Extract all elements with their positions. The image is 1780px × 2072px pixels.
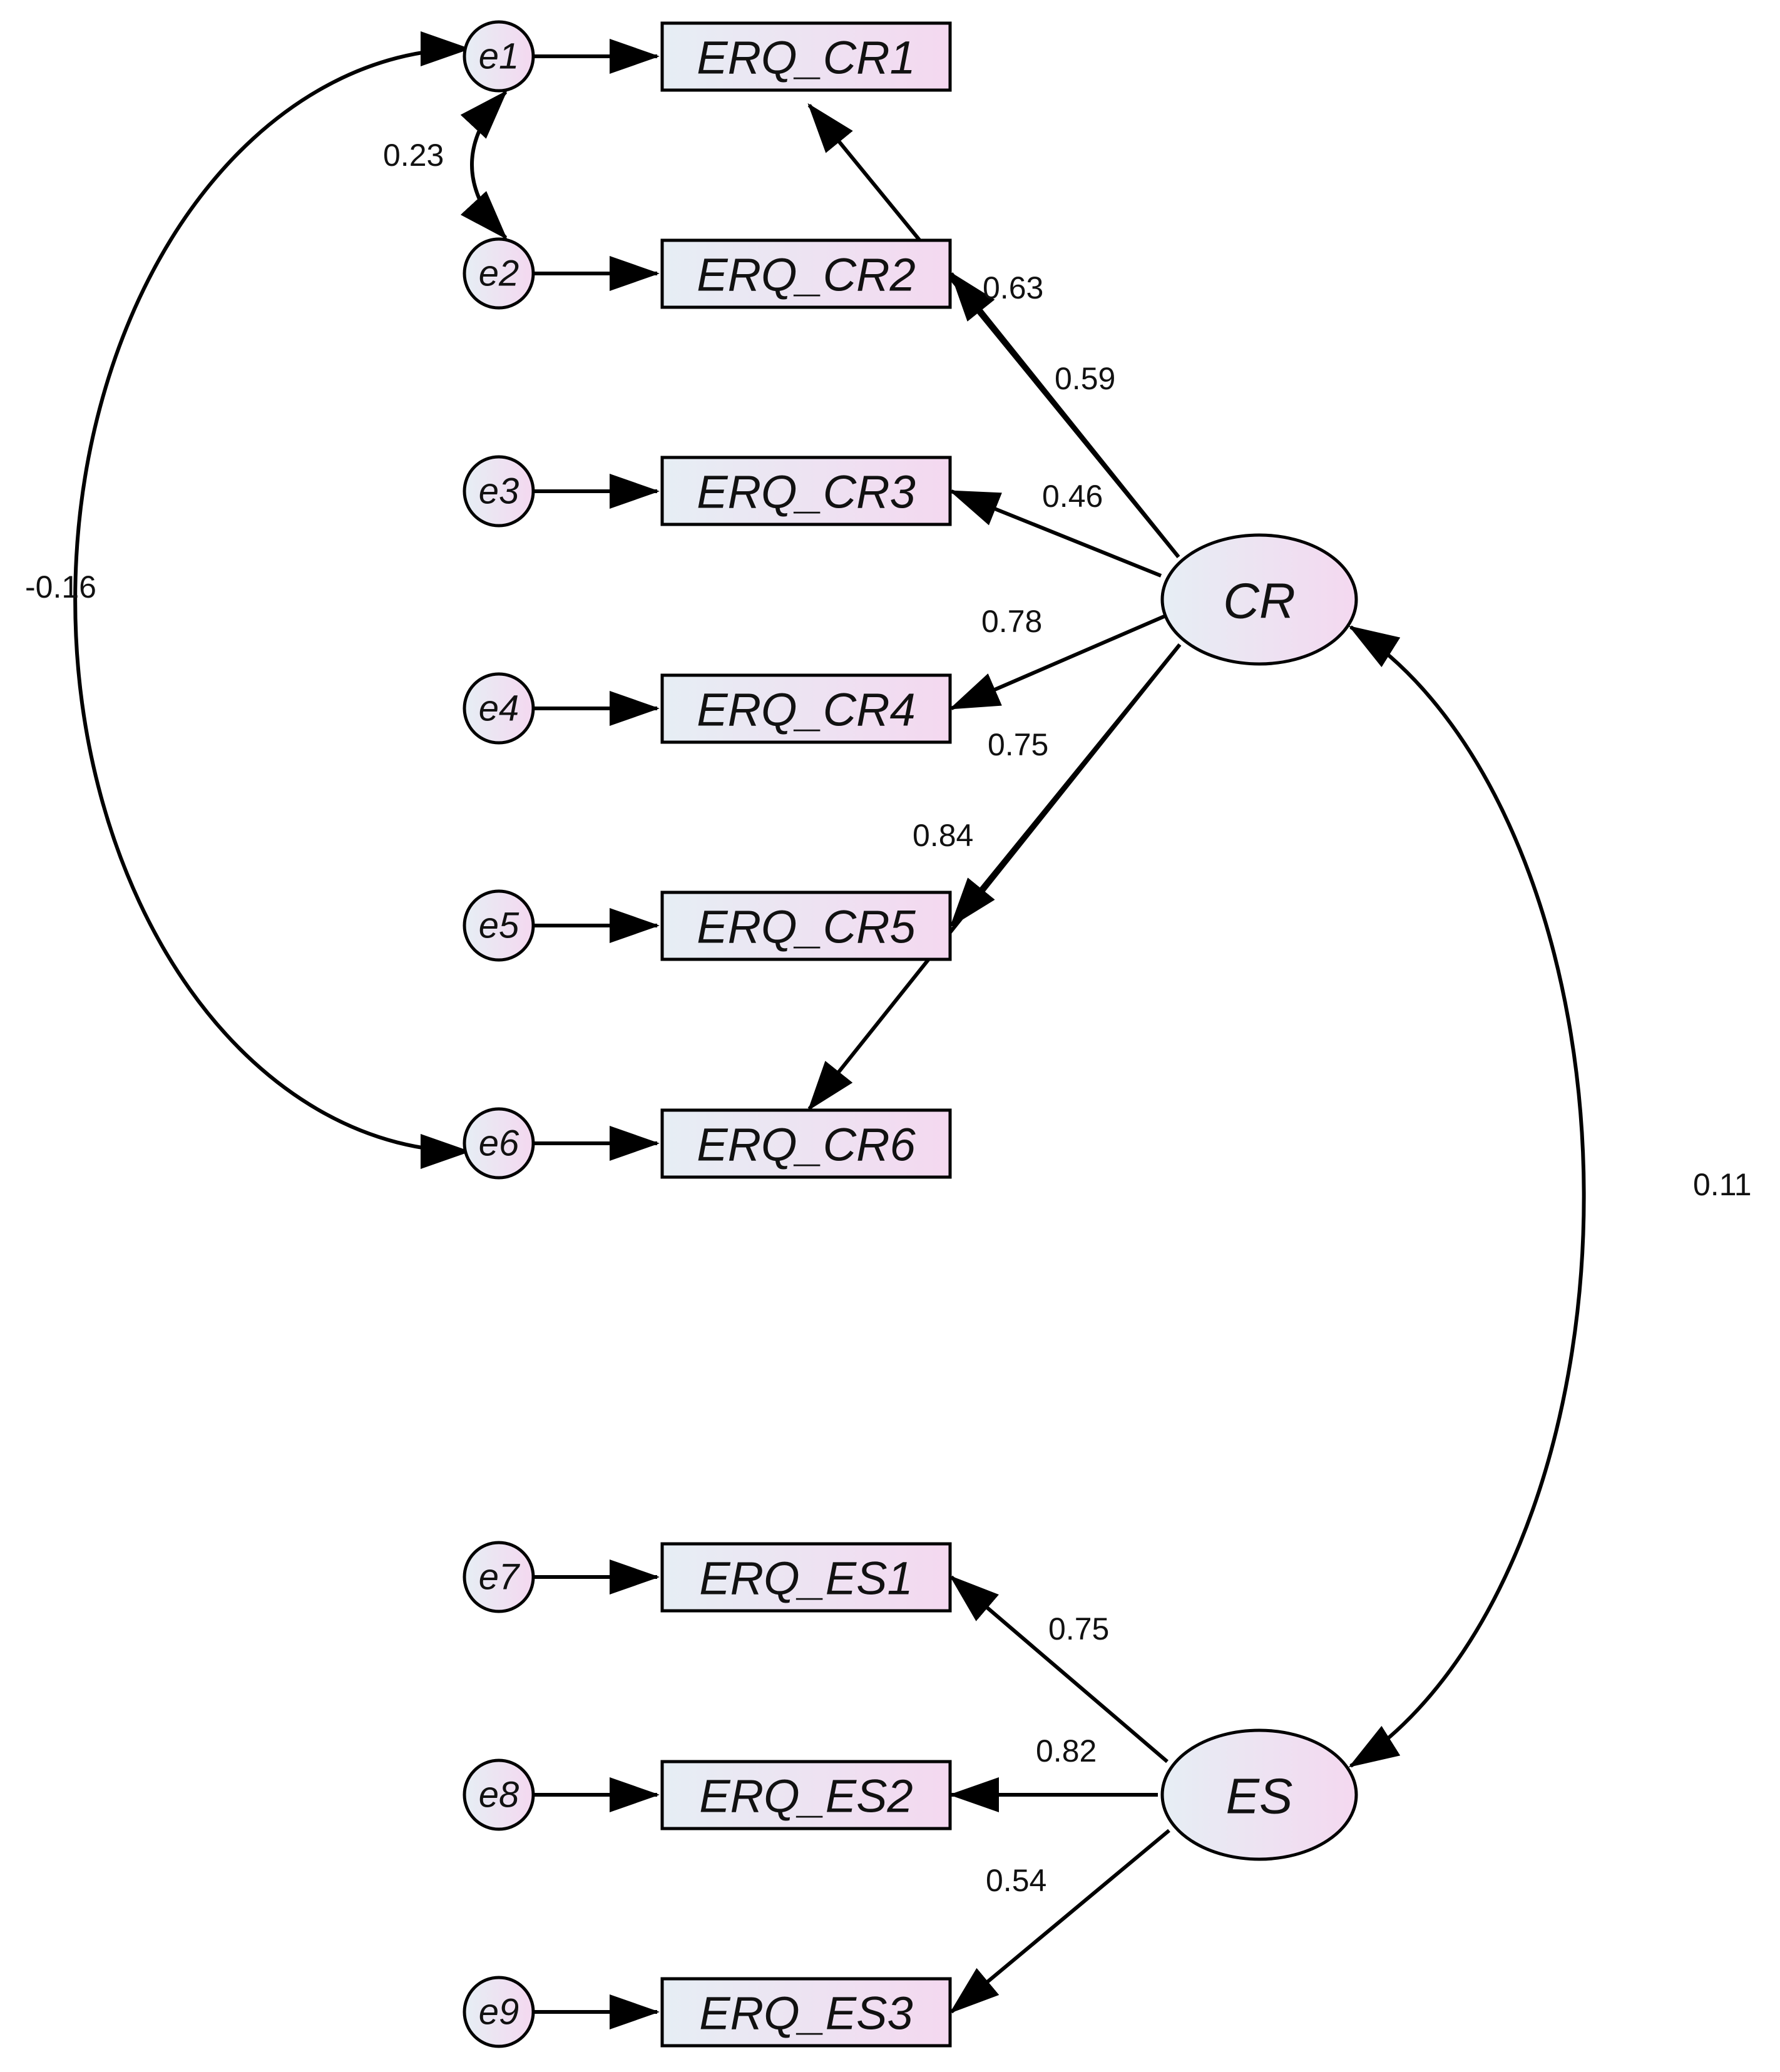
- indicator-label-erq-cr5: ERQ_CR5: [697, 901, 916, 953]
- edges: [73, 31, 1586, 2029]
- loading-arrow-cr6: [807, 643, 1182, 1111]
- error-terms: e1 e2 e3 e4 e5 e6 e7 e8 e9: [463, 20, 535, 2048]
- indicator-box-erq-cr5: ERQ_CR5: [660, 891, 952, 961]
- covariance-arc-e1-e2: [460, 90, 508, 240]
- latent-label-es: ES: [1226, 1768, 1293, 1824]
- error-node-e1: e1: [463, 20, 535, 93]
- indicator-box-erq-es2: ERQ_ES2: [660, 1760, 952, 1830]
- loading-arrow-es1: [949, 1575, 1169, 1763]
- error-label-e7: e7: [479, 1557, 521, 1598]
- loading-value-erq-cr6: 0.84: [913, 818, 973, 853]
- indicator-label-erq-es3: ERQ_ES3: [699, 1988, 913, 2039]
- error-label-e3: e3: [479, 471, 519, 512]
- loading-value-erq-cr5: 0.75: [988, 727, 1048, 762]
- indicator-box-erq-cr6: ERQ_CR6: [660, 1108, 952, 1179]
- error-node-e5: e5: [463, 889, 535, 962]
- indicator-label-erq-cr2: ERQ_CR2: [697, 249, 916, 301]
- loading-value-erq-cr4: 0.78: [981, 604, 1042, 639]
- loading-value-erq-es1: 0.75: [1048, 1611, 1109, 1646]
- covariance-arc-e1-e6: [73, 31, 471, 1169]
- indicator-box-erq-cr3: ERQ_CR3: [660, 456, 952, 526]
- latent-node-es: ES: [1160, 1728, 1358, 1861]
- indicator-box-erq-cr1: ERQ_CR1: [660, 21, 952, 92]
- error-label-e5: e5: [479, 906, 519, 946]
- error-node-e4: e4: [463, 672, 535, 745]
- indicator-boxes: ERQ_CR1 ERQ_CR2 ERQ_CR3 ERQ_CR4 ERQ_CR5 …: [660, 21, 952, 2048]
- error-label-e4: e4: [479, 688, 519, 729]
- loading-value-erq-cr1: 0.63: [983, 270, 1043, 305]
- error-node-e2: e2: [463, 237, 535, 310]
- latent-label-cr: CR: [1223, 573, 1296, 629]
- loading-arrow-es3: [949, 1829, 1170, 2014]
- loading-arrow-cr4: [949, 615, 1165, 710]
- error-node-e8: e8: [463, 1758, 535, 1831]
- covariance-value-e1-e6: -0.16: [25, 569, 96, 605]
- indicator-label-erq-cr6: ERQ_CR6: [697, 1119, 916, 1171]
- error-node-e6: e6: [463, 1107, 535, 1180]
- latent-factors: CR ES: [1160, 533, 1358, 1861]
- indicator-box-erq-es1: ERQ_ES1: [660, 1542, 952, 1613]
- latent-node-cr: CR: [1160, 533, 1358, 666]
- loading-value-erq-cr3: 0.46: [1042, 479, 1103, 514]
- loading-value-erq-es2: 0.82: [1036, 1733, 1097, 1768]
- error-node-e3: e3: [463, 455, 535, 528]
- covariance-arc-cr-es: [1348, 625, 1586, 1768]
- error-label-e2: e2: [479, 253, 519, 294]
- indicator-label-erq-cr4: ERQ_CR4: [697, 684, 916, 736]
- loading-arrow-cr2: [949, 271, 1180, 558]
- loading-value-erq-cr2: 0.59: [1055, 361, 1115, 396]
- error-label-e1: e1: [479, 36, 519, 77]
- coefficient-labels: 0.63 0.59 0.46 0.78 0.75 0.84 0.75 0.82 …: [25, 138, 1752, 1898]
- indicator-label-erq-cr1: ERQ_CR1: [697, 32, 916, 84]
- error-node-e7: e7: [463, 1541, 535, 1613]
- error-label-e6: e6: [479, 1123, 519, 1164]
- covariance-value-cr-es: 0.11: [1693, 1167, 1752, 1202]
- indicator-box-erq-cr4: ERQ_CR4: [660, 673, 952, 744]
- indicator-box-erq-cr2: ERQ_CR2: [660, 238, 952, 309]
- indicator-label-erq-es2: ERQ_ES2: [699, 1770, 913, 1822]
- indicator-box-erq-es3: ERQ_ES3: [660, 1977, 952, 2048]
- covariance-value-e1-e2: 0.23: [383, 138, 444, 173]
- loading-value-erq-es3: 0.54: [986, 1863, 1046, 1898]
- indicator-label-erq-cr3: ERQ_CR3: [697, 466, 916, 518]
- error-label-e8: e8: [479, 1775, 519, 1815]
- error-label-e9: e9: [479, 1992, 519, 2033]
- indicator-label-erq-es1: ERQ_ES1: [699, 1553, 913, 1605]
- loading-arrow-cr3: [949, 489, 1162, 578]
- error-node-e9: e9: [463, 1976, 535, 2048]
